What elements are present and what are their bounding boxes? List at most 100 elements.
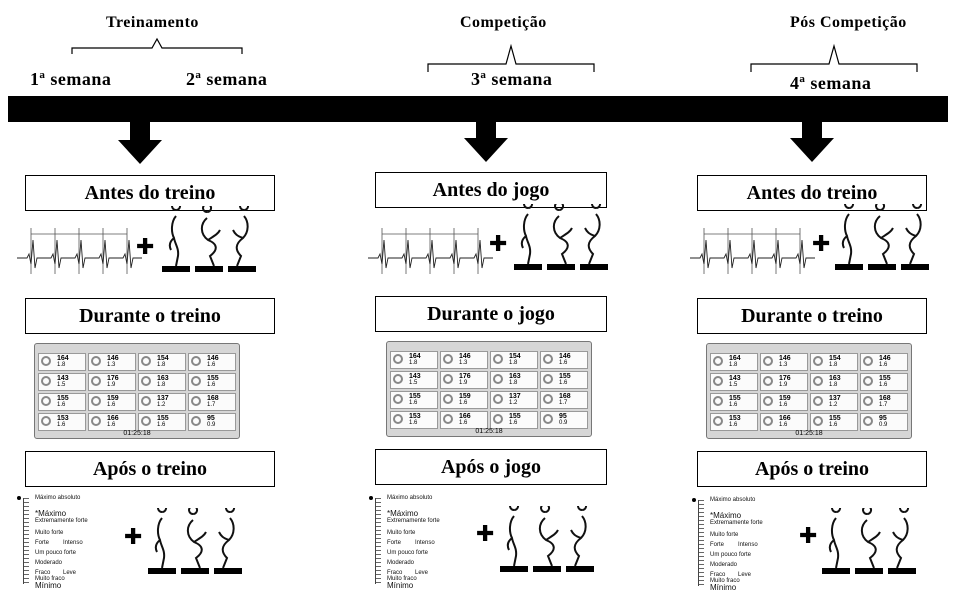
jumping-athlete-icon (855, 508, 883, 574)
hr-sub-value: 1.2 (157, 402, 166, 408)
plus-icon: ✚ (489, 232, 508, 257)
hr-sub-value: 1.6 (207, 382, 216, 388)
hr-value: 137 (509, 393, 521, 400)
hr-gauge-icon (863, 376, 873, 386)
hr-gauge-icon (141, 356, 151, 366)
session-timer: 01:25:18 (475, 428, 503, 435)
hr-gauge-icon (91, 416, 101, 426)
hr-sub-value: 1.5 (409, 380, 418, 386)
hr-value: 155 (559, 373, 571, 380)
hr-value: 95 (207, 415, 215, 422)
hr-sub-value: 1.8 (729, 362, 738, 368)
week-1: 1ª semana (30, 69, 112, 89)
hr-sub-value: 1.6 (207, 362, 216, 368)
scale-ruler (375, 498, 384, 584)
hr-value: 159 (459, 393, 471, 400)
hr-sub-value: 1.8 (409, 360, 418, 366)
hr-sub-value: 1.6 (779, 422, 788, 428)
scale-label: *Máximo (35, 509, 67, 518)
hr-sub-value: 1.8 (157, 362, 166, 368)
hr-sub-value: 1.6 (879, 362, 888, 368)
jumping-athlete-icon (533, 506, 561, 572)
monitor-header (707, 344, 911, 352)
scale-label: Moderado (710, 562, 738, 568)
label-before-col2: Antes do jogo (375, 172, 607, 208)
jumping-athlete-icon (514, 204, 542, 270)
scale-label: Moderado (387, 560, 415, 566)
hr-value: 143 (409, 373, 421, 380)
hr-sub-value: 0.9 (559, 420, 568, 426)
hr-sub-value: 1.6 (459, 420, 468, 426)
hr-value: 153 (409, 413, 421, 420)
scale-label: *Máximo (387, 509, 419, 518)
hr-gauge-icon (763, 376, 773, 386)
hr-sub-value: 1.6 (729, 422, 738, 428)
jumping-athlete-icon (195, 206, 223, 272)
hr-gauge-icon (813, 416, 823, 426)
scale-label: Mínimo (387, 581, 414, 590)
scale-label: Um pouco forte (387, 550, 429, 556)
hr-value: 143 (57, 375, 69, 382)
week-3: 3ª semana (471, 69, 553, 89)
hr-sub-value: 1.5 (729, 382, 738, 388)
hr-sub-value: 1.8 (157, 382, 166, 388)
label-after-col3: Após o treino (697, 451, 927, 487)
hr-sub-value: 1.3 (779, 362, 788, 368)
hr-gauge-icon (443, 394, 453, 404)
brace-treinamento (71, 37, 243, 54)
hr-sub-value: 1.6 (879, 382, 888, 388)
hr-gauge-icon (393, 354, 403, 364)
scale-label: Muito forte (387, 530, 416, 536)
hr-gauge-icon (393, 414, 403, 424)
hr-sub-value: 1.6 (157, 422, 166, 428)
scale-label: Intenso (63, 540, 83, 546)
scale-label: Extremamente forte (35, 518, 88, 524)
jumping-athlete-icon (580, 204, 608, 270)
hr-sub-value: 1.6 (409, 400, 418, 406)
brace-competicao (427, 43, 595, 72)
scale-label: Muito forte (35, 530, 64, 536)
jumping-athlete-icon (500, 506, 528, 572)
hr-gauge-icon (91, 356, 101, 366)
label-after-col2: Após o jogo (375, 449, 607, 485)
hr-gauge-icon (91, 396, 101, 406)
hr-value: 153 (729, 415, 741, 422)
hr-value: 153 (57, 415, 69, 422)
hr-sub-value: 1.9 (459, 380, 468, 386)
label-during-col2: Durante o jogo (375, 296, 607, 332)
hr-value: 155 (207, 375, 219, 382)
hr-value: 137 (157, 395, 169, 402)
hr-gauge-icon (543, 394, 553, 404)
monitor-header (35, 344, 239, 352)
timeline-bar (8, 96, 948, 122)
jumping-athlete-icon (868, 204, 896, 270)
hr-gauge-icon (41, 416, 51, 426)
hr-sub-value: 1.6 (409, 420, 418, 426)
scale-label: Extremamente forte (387, 518, 440, 524)
hr-gauge-icon (91, 376, 101, 386)
hr-gauge-icon (393, 394, 403, 404)
hr-value: 176 (107, 375, 119, 382)
hr-sub-value: 1.6 (559, 360, 568, 366)
monitor-header (387, 342, 591, 350)
jumping-athlete-icon (214, 508, 242, 574)
ecg-icon (690, 228, 815, 274)
